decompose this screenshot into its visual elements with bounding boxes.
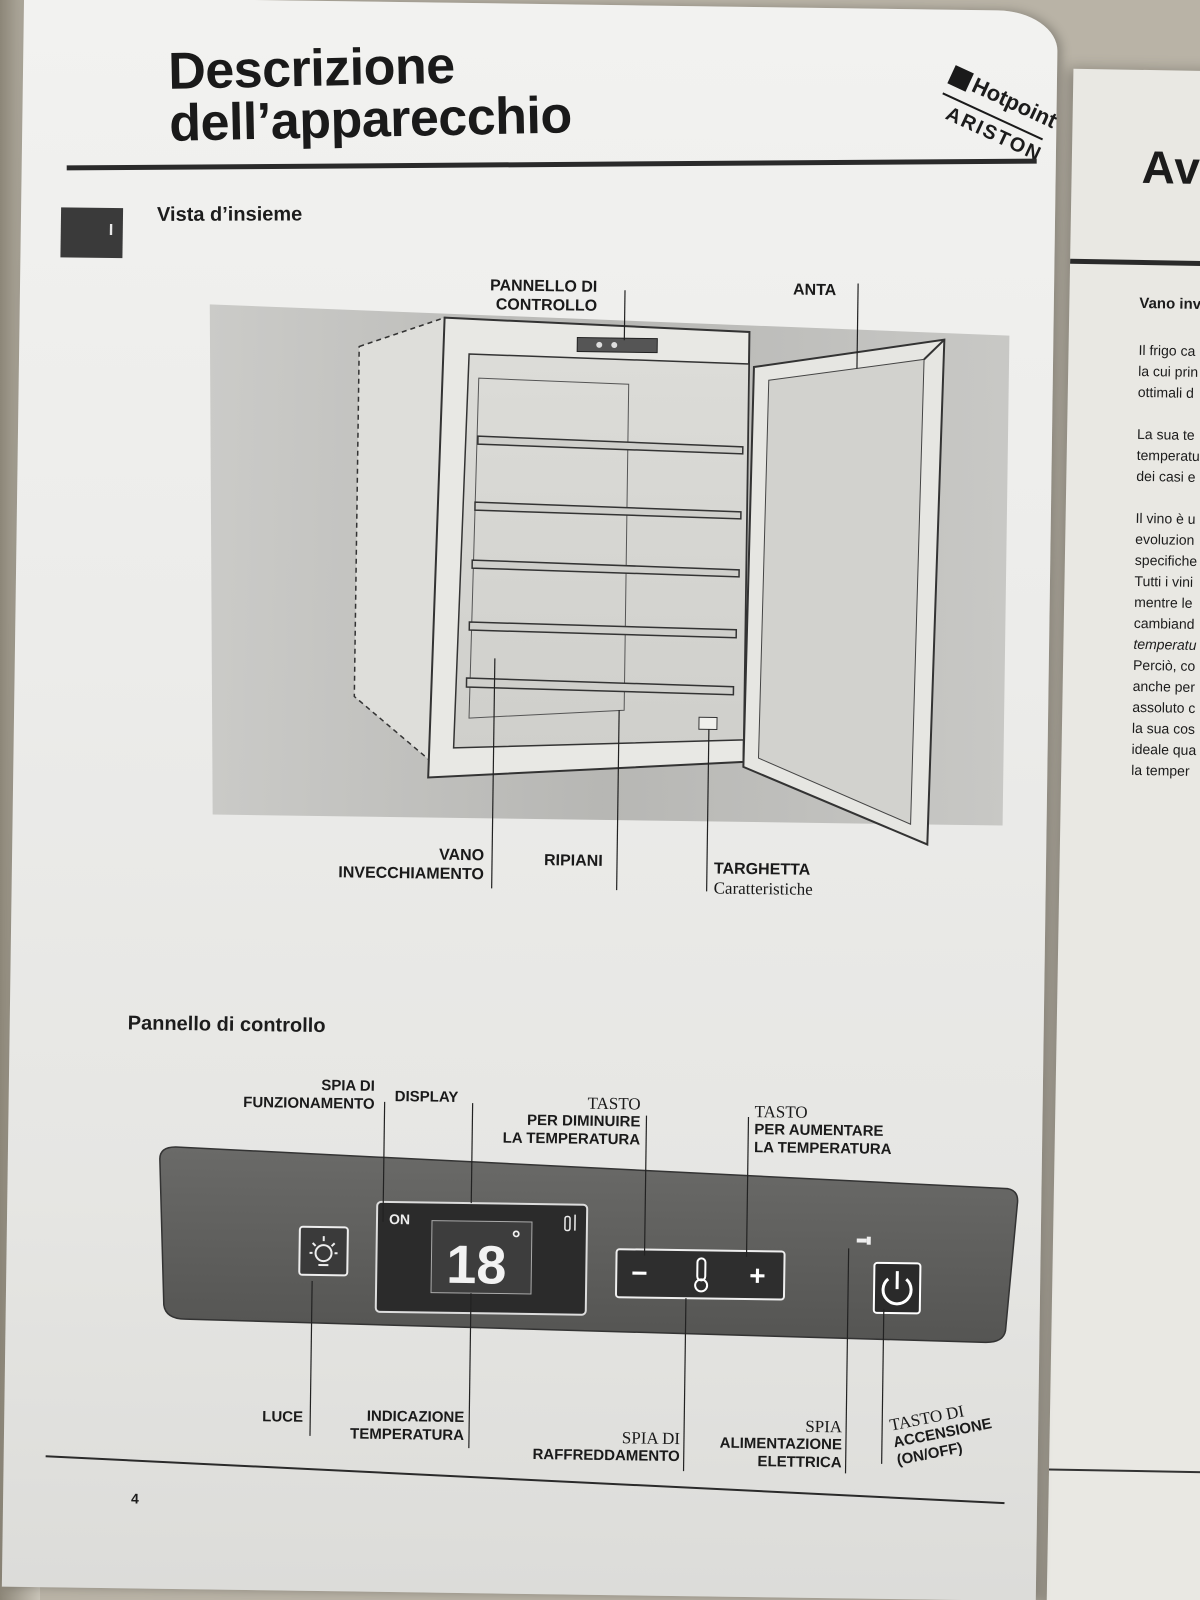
right-page-title: Avv [1141,140,1200,195]
text-line: temperatu [1136,446,1200,464]
label-line: ALIMENTAZIONE [719,1434,843,1454]
text-line: dei casi e [1136,467,1196,485]
text-line: assoluto c [1132,698,1196,716]
label-line: PANNELLO DI [489,277,598,296]
text-line: La sua te [1136,425,1195,443]
right-page-text: Il frigo ca la cui prin ottimali d La su… [1131,340,1200,783]
text-line: evoluzion [1135,530,1195,548]
text-line: cambiand [1133,614,1195,632]
label-line: INDICAZIONE [366,1407,465,1427]
label-line: ELETTRICA [757,1453,842,1472]
text-line: ottimali d [1137,383,1194,401]
label-vano-invecchiamento: VANO INVECCHIAMENTO [294,844,485,885]
control-panel-drawing: ON 18 ° − + [159,1101,1019,1474]
label-line: Caratteristiche [713,878,813,899]
label-spia-funzionamento: SPIA DI FUNZIONAMENTO [215,1076,375,1114]
label-anta: ANTA [792,281,837,300]
manual-page: Descrizione dell’apparecchio Hotpoint AR… [1,0,1061,1600]
power-icon [881,1271,913,1306]
display-temperature: 18 [446,1235,507,1296]
page-number: 4 [130,1490,140,1507]
text-line: ideale qua [1131,740,1197,758]
display-degree: ° [512,1226,521,1251]
label-line: TEMPERATURA [350,1425,465,1445]
right-page-bottom-rule [1048,1468,1200,1474]
fridge-drawing [209,283,1010,892]
control-panel-illustration: ON 18 ° − + [143,1069,1029,1501]
header-rule [66,158,1037,171]
label-line: LA TEMPERATURA [502,1129,641,1149]
label-line: SPIA DI [321,1077,375,1095]
label-line: RAFFREDDAMENTO [532,1446,680,1466]
label-indicazione-temperatura: INDICAZIONE TEMPERATURA [334,1407,464,1445]
plus-symbol: + [749,1260,766,1291]
text-line: anche per [1132,677,1196,695]
light-icon [309,1236,338,1267]
text-line: la temper [1131,761,1190,779]
label-line: TARGHETTA [713,860,811,879]
section-marker: I [60,207,124,259]
label-line: VANO [438,846,485,865]
label-targhetta: TARGHETTA Caratteristiche [714,859,814,898]
section-title: Vista d’insieme [156,203,303,226]
label-tasto-aumentare: TASTO PER AUMENTARE LA TEMPERATURA [753,1102,892,1159]
text-line: la sua cos [1131,719,1196,737]
display-on: ON [389,1211,410,1227]
text-line [1136,487,1200,510]
title-line-2: dell’apparecchio [168,86,573,153]
minus-symbol: − [631,1257,648,1288]
text-line: Il vino è u [1135,509,1196,527]
text-line: Il frigo ca [1138,341,1196,359]
text-line [1137,403,1200,426]
label-pannello-di-controllo: PANNELLO DI CONTROLLO [490,276,598,315]
label-line: TASTO [754,1102,808,1122]
label-line: CONTROLLO [495,296,598,315]
fridge-illustration: PANNELLO DI CONTROLLO ANTA VANO INVECCHI… [182,254,1031,906]
label-ripiani: RIPIANI [543,852,603,870]
label-line: LA TEMPERATURA [753,1139,892,1159]
right-page-heading: Vano inv [1139,294,1200,313]
control-panel-title: Pannello di controllo [127,1012,326,1038]
logo-mark-icon [947,65,974,92]
section-number: I [108,221,114,240]
text-line: specifiche [1134,551,1198,569]
right-page-rule [1070,258,1200,267]
text-line: Tutti i vini [1134,572,1194,590]
label-line: FUNZIONAMENTO [243,1093,375,1113]
text-line: temperatu [1133,635,1197,653]
label-line: PER AUMENTARE [754,1121,884,1140]
page-title: Descrizione dell’apparecchio [168,37,573,153]
label-luce: LUCE [262,1408,304,1426]
label-spia-raffreddamento: SPIA DI RAFFREDDAMENTO [504,1428,680,1466]
right-page: Avv Vano inv Il frigo ca la cui prin ott… [1046,68,1200,1600]
label-line: INVECCHIAMENTO [338,864,484,884]
text-line: mentre le [1134,593,1193,611]
brand-logo: Hotpoint ARISTON [910,65,1065,215]
power-led-icon [856,1236,871,1245]
text-line: la cui prin [1138,362,1199,380]
thermometer-arrow-icon [564,1214,576,1232]
label-display: DISPLAY [394,1088,459,1106]
label-line: SPIA [805,1416,843,1437]
label-spia-alimentazione: SPIA ALIMENTAZIONE ELETTRICA [694,1416,843,1472]
label-tasto-diminuire: TASTO PER DIMINUIRE LA TEMPERATURA [464,1093,641,1149]
text-line: Perciò, co [1132,656,1196,674]
thermometer-icon [694,1257,709,1293]
